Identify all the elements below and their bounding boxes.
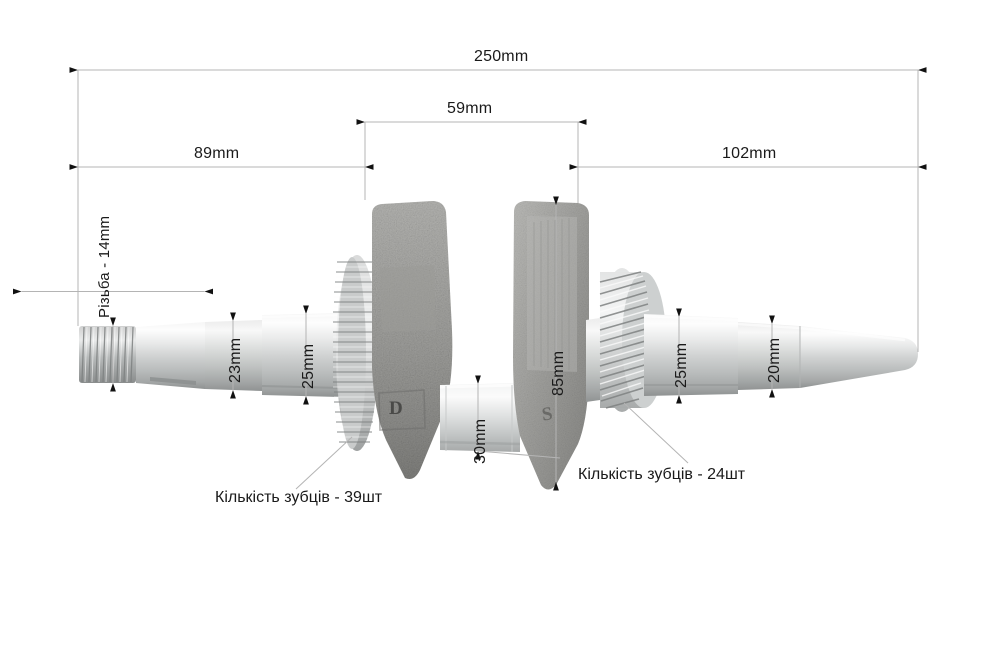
counterweight-left-face <box>380 265 436 332</box>
dim-label-counterweight-height: 85mm <box>550 350 567 396</box>
journal-25mm-right <box>644 314 738 396</box>
leader-ring-gear <box>295 436 353 490</box>
dim-label-thread: Різьба - 14mm <box>96 215 113 318</box>
dim-label-crank-pin: 30mm <box>472 418 489 464</box>
leader-drive-gear <box>623 402 689 464</box>
journal-23mm <box>136 322 205 389</box>
keyway-slot <box>150 377 196 385</box>
journal-25mm-left <box>262 313 340 397</box>
journal-20mm <box>738 322 800 390</box>
dim-label-left-section: 89mm <box>194 145 240 162</box>
counterweight-right <box>513 201 589 490</box>
dim-label-center-section: 59mm <box>447 100 493 117</box>
dim-label-overall-length: 250mm <box>474 48 529 65</box>
ext-30mm-foot <box>477 450 561 459</box>
callout-ring-gear-teeth: Кількість зубців - 39шт <box>215 489 383 506</box>
left-threaded-end <box>79 326 136 383</box>
journal-right-inner <box>586 318 600 402</box>
crankshaft-part <box>79 201 918 490</box>
dim-label-right-section: 102mm <box>722 145 777 162</box>
counterweight-left-stamp-box <box>378 389 426 431</box>
dim-label-journal-20mm: 20mm <box>766 337 783 383</box>
dim-label-journal-25mm-left: 25mm <box>300 343 317 389</box>
shaft-tip-taper <box>800 326 918 388</box>
dimension-lines <box>13 67 927 491</box>
counterweight-right-face <box>527 216 577 372</box>
callout-drive-gear-teeth: Кількість зубців - 24шт <box>578 466 746 483</box>
dim-label-journal-25mm-right: 25mm <box>673 342 690 388</box>
counterweight-mark-d-text: D <box>389 398 403 419</box>
dim-label-journal-23mm: 23mm <box>227 337 244 383</box>
ring-gear-39t <box>333 255 378 451</box>
